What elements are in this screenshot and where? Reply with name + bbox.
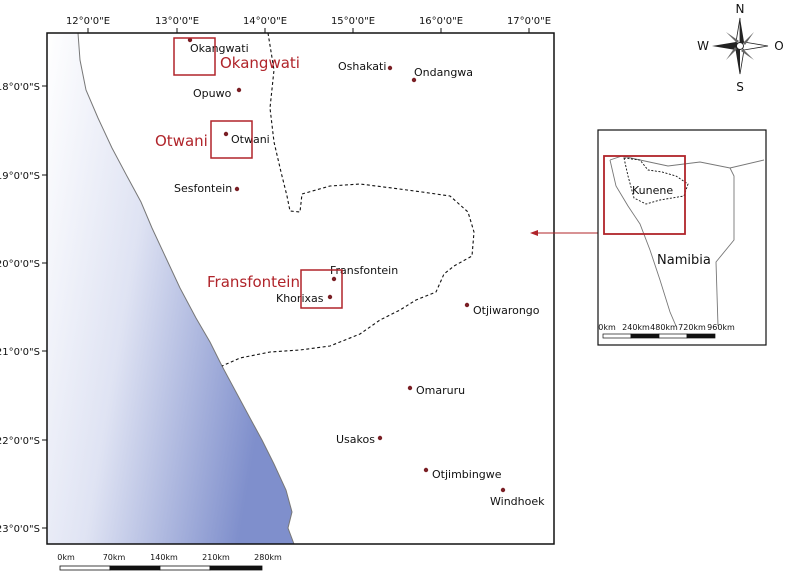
lat-tick-label: 20°0'0"S: [0, 259, 40, 270]
town-marker: [234, 186, 240, 192]
scale-label: 210km: [202, 553, 230, 562]
lat-tick-label: 21°0'0"S: [0, 347, 40, 358]
main-map: 12°0'0"E 13°0'0"E 14°0'0"E 15°0'0"E 16°0'0"E…: [0, 16, 555, 571]
inset-country-label: Namibia: [657, 253, 711, 268]
town-label: Otjimbingwe: [432, 468, 502, 481]
inset-region-label: Kunene: [632, 184, 673, 197]
study-site-label: Otwani: [155, 132, 208, 150]
lon-tick-label: 14°0'0"E: [243, 16, 287, 27]
study-site-box: [210, 120, 253, 159]
scale-label: 0km: [57, 553, 75, 562]
study-site-box: [173, 37, 216, 76]
town-label: Okangwati: [190, 42, 249, 55]
main-scale-bar: 0km 70km 140km 210km 280km: [57, 553, 282, 571]
map-frame: [46, 32, 555, 545]
study-site-box: [300, 269, 343, 309]
lat-tick-label: 23°0'0"S: [0, 524, 40, 535]
compass-south: S: [736, 80, 744, 94]
town-label: Otjiwarongo: [473, 304, 540, 317]
town-marker: [407, 385, 413, 391]
compass-rose: N S W O: [697, 2, 784, 94]
town-label: Ondangwa: [414, 66, 473, 79]
town-label: Otwani: [231, 133, 270, 146]
compass-north: N: [736, 2, 745, 16]
longitude-ticks: 12°0'0"E 13°0'0"E 14°0'0"E 15°0'0"E 16°0'0"E…: [66, 16, 551, 33]
town-marker: [223, 131, 229, 137]
inset-scale-label: 480km: [650, 323, 678, 332]
town-marker: [236, 87, 242, 93]
inset-frame: [597, 129, 767, 346]
town-marker: [387, 65, 393, 71]
lon-tick-label: 15°0'0"E: [331, 16, 375, 27]
scale-label: 70km: [103, 553, 126, 562]
compass-east: O: [774, 39, 783, 53]
lat-tick-label: 18°0'0"S: [0, 82, 40, 93]
town-label: Sesfontein: [174, 182, 232, 195]
lat-tick-label: 22°0'0"S: [0, 436, 40, 447]
town-label: Khorixas: [276, 292, 324, 305]
kunene-boundary: [221, 33, 475, 367]
inset-scale-label: 960km: [707, 323, 735, 332]
lon-tick-label: 13°0'0"E: [155, 16, 199, 27]
inset-scale-label: 240km: [622, 323, 650, 332]
town-label: Fransfontein: [330, 264, 398, 277]
inset-pointer-arrow: [530, 230, 598, 236]
town-marker: [331, 276, 337, 282]
town-marker: [411, 77, 417, 83]
town-label: Omaruru: [416, 384, 465, 397]
inset-scale-label: 720km: [678, 323, 706, 332]
scale-label: 140km: [150, 553, 178, 562]
ocean: [47, 33, 294, 544]
lat-tick-label: 19°0'0"S: [0, 171, 40, 182]
town-label: Oshakati: [338, 60, 386, 73]
lon-tick-label: 17°0'0"E: [507, 16, 551, 27]
inset-kunene-outline: [623, 157, 689, 205]
town-marker: [500, 487, 506, 493]
scale-label: 280km: [254, 553, 282, 562]
latitude-ticks: 18°0'0"S 19°0'0"S 20°0'0"S 21°0'0"S 22°0'0"S…: [0, 82, 47, 535]
inset-scale-label: 0km: [598, 323, 616, 332]
town-label: Opuwo: [193, 87, 232, 100]
inset-highlight-box: [603, 155, 686, 235]
town-label: Usakos: [336, 433, 375, 446]
town-marker: [423, 467, 429, 473]
coastline: [77, 33, 295, 544]
lon-tick-label: 16°0'0"E: [419, 16, 463, 27]
town-marker: [327, 294, 333, 300]
study-site-label: Okangwati: [220, 54, 300, 72]
town-label: Windhoek: [490, 495, 545, 508]
compass-west: W: [697, 39, 709, 53]
town-marker: [187, 37, 193, 43]
town-marker: [377, 435, 383, 441]
town-marker: [464, 302, 470, 308]
lon-tick-label: 12°0'0"E: [66, 16, 110, 27]
study-site-label: Fransfontein: [207, 273, 300, 291]
